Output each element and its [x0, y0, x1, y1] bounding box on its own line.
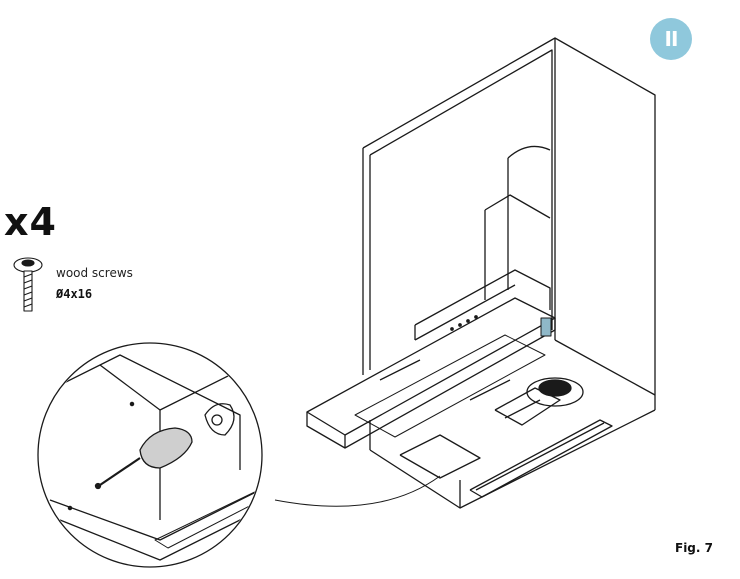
motor-unit — [399, 377, 584, 479]
screw-quantity: x4 — [4, 200, 57, 244]
detail-leader — [274, 475, 441, 507]
wall-cabinet — [362, 37, 656, 410]
control-panel — [414, 269, 551, 341]
slide-out-tray — [306, 297, 556, 449]
detail-magnifier — [37, 342, 263, 568]
wood-screw-icon — [13, 257, 43, 312]
screw-name: wood screws — [56, 266, 133, 280]
step-badge: II — [650, 18, 692, 60]
mounting-bracket — [540, 317, 552, 337]
screwdriver-icon — [94, 427, 193, 490]
figure-label: Fig. 7 — [675, 541, 713, 555]
screw-size: Ø4x16 — [56, 287, 93, 301]
hood-body — [369, 339, 656, 509]
